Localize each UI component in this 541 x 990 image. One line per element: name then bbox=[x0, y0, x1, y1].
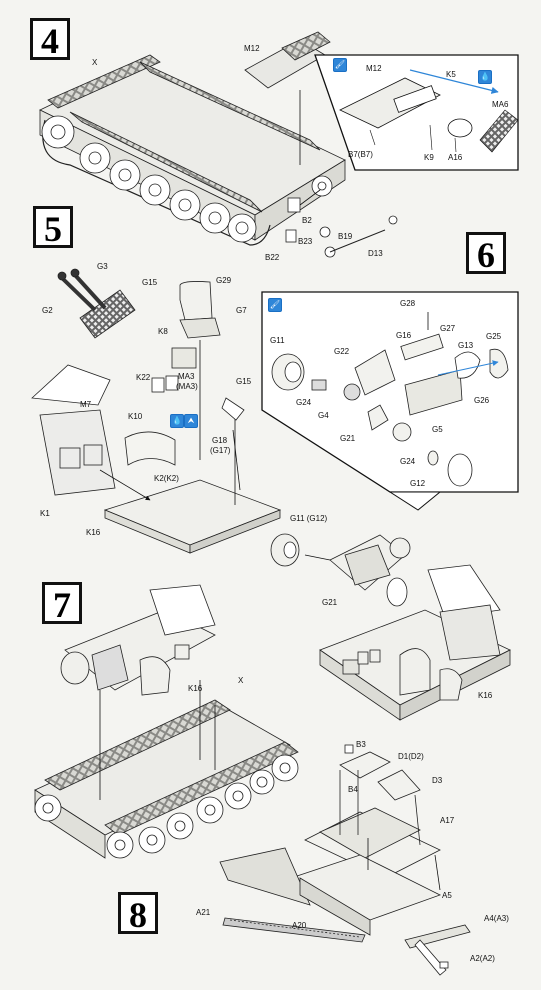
step7-right-interior bbox=[319, 564, 511, 721]
step4-part-m12 bbox=[244, 31, 331, 165]
part-label: K10 bbox=[128, 412, 143, 421]
part-label: G21 bbox=[322, 598, 338, 607]
part-label: G5 bbox=[432, 425, 443, 434]
part-label: G15 bbox=[142, 278, 158, 287]
step4-wheels bbox=[41, 115, 333, 243]
part-label: (MA3) bbox=[176, 382, 198, 391]
step7-wheels bbox=[34, 754, 299, 859]
part-label: G22 bbox=[334, 347, 350, 356]
step8-parts bbox=[304, 744, 441, 879]
step6-transmission bbox=[271, 312, 509, 487]
step-number-7: 7 bbox=[42, 582, 82, 625]
part-label: G18 bbox=[212, 436, 228, 445]
part-label: G12 bbox=[410, 479, 426, 488]
part-label: B3 bbox=[356, 740, 366, 749]
step4-detail-panel bbox=[314, 54, 519, 171]
part-label: G24 bbox=[400, 457, 416, 466]
part-label: B4 bbox=[348, 785, 358, 794]
step6-detail-frame bbox=[261, 291, 519, 511]
part-label: A16 bbox=[448, 153, 463, 162]
part-label: G13 bbox=[458, 341, 474, 350]
flip-icon: ⮝ bbox=[184, 414, 198, 428]
step6-assembled bbox=[270, 533, 411, 607]
part-label: A4(A3) bbox=[484, 914, 509, 923]
water-drop-icon: 💧 bbox=[478, 70, 492, 84]
part-label: G3 bbox=[97, 262, 108, 271]
part-label: K16 bbox=[188, 684, 203, 693]
step7-guides bbox=[99, 680, 216, 800]
part-label: B7(B7) bbox=[348, 150, 373, 159]
part-label: G29 bbox=[216, 276, 232, 285]
paint-brush-icon: 🖌 bbox=[268, 298, 282, 312]
part-label: M12 bbox=[244, 44, 260, 53]
step-number-8: 8 bbox=[118, 892, 158, 935]
part-label: X bbox=[92, 58, 98, 67]
part-label: M7 bbox=[80, 400, 92, 409]
step8-lower-hull bbox=[219, 838, 471, 976]
part-label: G7 bbox=[236, 306, 247, 315]
part-label: G4 bbox=[318, 411, 329, 420]
part-label: A21 bbox=[196, 908, 211, 917]
part-label: K5 bbox=[446, 70, 456, 79]
part-label: A17 bbox=[440, 816, 455, 825]
part-label: K2(K2) bbox=[154, 474, 179, 483]
part-label: A5 bbox=[442, 891, 452, 900]
part-label: K9 bbox=[424, 153, 434, 162]
part-label: (G17) bbox=[210, 446, 231, 455]
part-label: A20 bbox=[292, 921, 307, 930]
part-label: G21 bbox=[340, 434, 356, 443]
step5-panel-m7 bbox=[31, 364, 176, 496]
step7-hull bbox=[34, 699, 299, 859]
step-number-6: 6 bbox=[466, 232, 506, 275]
part-label: G15 bbox=[236, 377, 252, 386]
water-drop-icon: 💧 bbox=[170, 414, 184, 428]
step5-floor bbox=[99, 397, 282, 554]
part-label: K1 bbox=[40, 509, 50, 518]
part-label: K8 bbox=[158, 327, 168, 336]
part-label: D1(D2) bbox=[398, 752, 424, 761]
part-label: G27 bbox=[440, 324, 456, 333]
part-label: D3 bbox=[432, 776, 443, 785]
part-label: B2 bbox=[302, 216, 312, 225]
part-label: G26 bbox=[474, 396, 490, 405]
part-label: G16 bbox=[396, 331, 412, 340]
part-label: G2 bbox=[42, 306, 53, 315]
step7-left-interior bbox=[60, 584, 216, 696]
part-label: M12 bbox=[366, 64, 382, 73]
part-label: B23 bbox=[298, 237, 313, 246]
part-label: B22 bbox=[265, 253, 280, 262]
part-label: D13 bbox=[368, 249, 383, 258]
part-label: MA3 bbox=[178, 372, 195, 381]
part-label: G28 bbox=[400, 299, 416, 308]
step5-mesh-part bbox=[57, 268, 136, 339]
part-label: K16 bbox=[478, 691, 493, 700]
part-label: A2(A2) bbox=[470, 954, 495, 963]
part-label: G25 bbox=[486, 332, 502, 341]
step4-small-parts bbox=[285, 189, 398, 258]
step5-boxes bbox=[151, 347, 197, 393]
step-number-5: 5 bbox=[33, 206, 73, 249]
part-label: K16 bbox=[86, 528, 101, 537]
part-label: X bbox=[238, 676, 244, 685]
paint-brush-icon: 🖌 bbox=[333, 58, 347, 72]
part-label: G11 (G12) bbox=[290, 514, 328, 523]
part-label: K22 bbox=[136, 373, 151, 382]
part-label: G24 bbox=[296, 398, 312, 407]
part-label: G11 bbox=[270, 336, 285, 345]
part-label: MA6 bbox=[492, 100, 509, 109]
part-label: B19 bbox=[338, 232, 353, 241]
step-number-4: 4 bbox=[30, 18, 70, 61]
step5-seat bbox=[179, 281, 221, 460]
